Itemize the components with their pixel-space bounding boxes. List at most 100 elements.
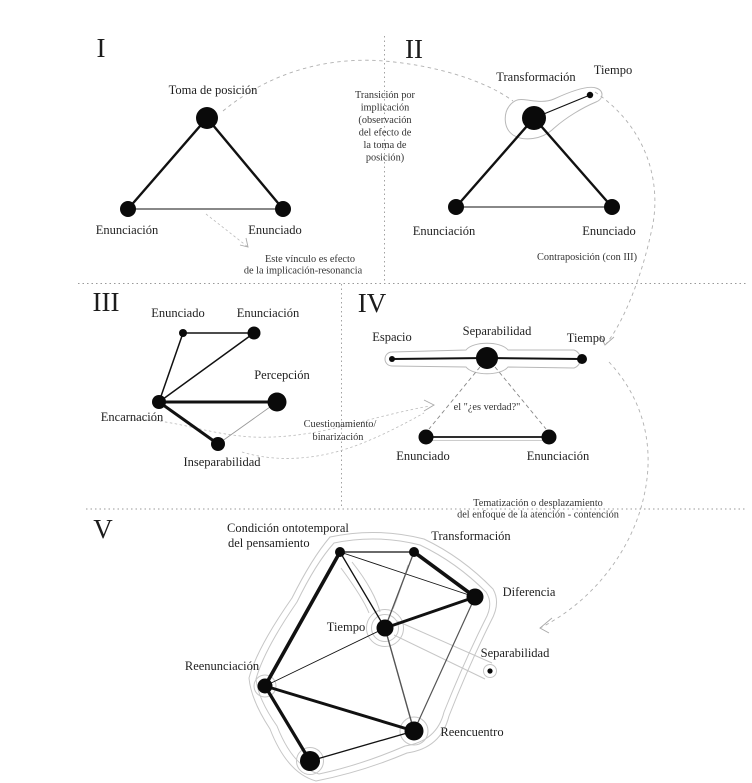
panel-1: I Toma de posición Enunciación Enunciado… <box>96 33 363 277</box>
contour-channel-left2 <box>340 567 370 614</box>
contour-ring-tiempo-inner <box>371 614 399 642</box>
dashed-cuestionamiento-lower <box>241 412 425 459</box>
node-separabilidad-4 <box>476 347 498 369</box>
contour-ring-bottom-node <box>296 747 324 775</box>
arc-panel2-to-panel4 <box>594 91 656 345</box>
label-tiempo-5: Tiempo <box>327 620 365 634</box>
label-percepcion: Percepción <box>254 368 310 382</box>
panel-3-numeral: III <box>93 287 120 317</box>
arrowhead-panel4 <box>599 334 615 346</box>
node-enunciado-3 <box>179 329 187 337</box>
node-enunciado <box>275 201 291 217</box>
edge-enunciado-encarnacion <box>158 332 184 403</box>
node-enunciacion-2 <box>448 199 464 215</box>
label-separabilidad-4: Separabilidad <box>463 324 532 338</box>
label-enunciado-3: Enunciado <box>151 306 204 320</box>
arrowhead-caption1 <box>239 237 249 248</box>
caption-vinculo-line2: de la implicación-resonancia <box>244 266 363 277</box>
node-enunciacion-3 <box>247 326 261 340</box>
annotation-transicion: Transición por implicación (observación … <box>355 90 416 164</box>
node-enunciado-2 <box>604 199 620 215</box>
transicion-line2: implicación <box>361 103 410 114</box>
panel-5-numeral: V <box>93 514 113 544</box>
node-espacio <box>389 356 395 362</box>
edge-toma-enunciacion <box>126 116 209 211</box>
transicion-line4: del efecto de <box>359 128 412 139</box>
label-condicion-line1: Condición ontotemporal <box>227 521 349 535</box>
contour-ring-tiempo-outer <box>366 609 404 647</box>
edge-diferencia-tiempo <box>383 595 477 630</box>
node-tiempo-2 <box>586 91 594 99</box>
label-separabilidad-5: Separabilidad <box>481 646 550 660</box>
contour-ring-reencuentro <box>399 716 429 746</box>
node-separabilidad-5 <box>487 668 493 674</box>
edge-condicion-reenunciacion <box>263 550 342 688</box>
contour-tube-bottom <box>393 634 486 680</box>
label-tiempo-2: Tiempo <box>594 63 632 77</box>
transicion-line5: la toma de <box>364 140 407 151</box>
label-transformacion-2: Transformación <box>496 70 576 84</box>
edge-bottom-reencuentro <box>309 730 415 762</box>
label-diferencia: Diferencia <box>503 585 556 599</box>
transicion-line6: posición) <box>366 153 404 164</box>
tematizacion-line2: del enfoque de la atención - contención <box>457 510 619 521</box>
node-inseparabilidad <box>211 437 225 451</box>
edge-espacio-separabilidad <box>391 357 488 360</box>
edge-separabilidad-tiempo <box>486 357 583 360</box>
panel-1-numeral: I <box>97 33 106 63</box>
node-percepcion <box>267 392 287 412</box>
node-reencuentro <box>404 721 424 741</box>
contour-inner <box>255 538 491 775</box>
edge-transf-enunciado <box>532 116 614 209</box>
arc-panel1-to-panel2 <box>222 59 514 112</box>
node-enunciacion-4 <box>541 429 557 445</box>
node-transformacion-2 <box>522 106 546 130</box>
node-tiempo-5 <box>376 619 394 637</box>
edge-transf-enunciacion <box>454 116 536 209</box>
edge-tiempo-reenunciacion <box>264 627 386 687</box>
edge-reenunciacion-bottom <box>263 684 312 763</box>
label-enunciado-1: Enunciado <box>248 223 301 237</box>
edge-condicion-tiempo <box>339 551 386 629</box>
label-enunciacion-2: Enunciación <box>413 224 476 238</box>
label-enunciacion-1: Enunciación <box>96 223 159 237</box>
node-encarnacion <box>152 395 166 409</box>
node-enunciado-4 <box>418 429 434 445</box>
edge-transformacion-diferencia <box>412 550 477 599</box>
node-tiempo-4 <box>577 354 587 364</box>
tematizacion-line1: Tematización o desplazamiento <box>473 498 603 509</box>
edge-reenunciacion-reencuentro <box>263 684 416 733</box>
label-enunciacion-4: Enunciación <box>527 449 590 463</box>
transicion-line3: (observación <box>358 115 411 126</box>
panel-2-numeral: II <box>405 34 423 64</box>
contour-channel-left <box>351 561 381 613</box>
edge-toma-enunciado <box>205 116 285 211</box>
edge-encarnacion-inseparabilidad <box>157 400 220 446</box>
blob-transformacion-tiempo <box>504 86 603 140</box>
node-unlabeled-bottom <box>300 751 320 771</box>
cuestionamiento-line1: Cuestionamiento/ <box>304 419 377 430</box>
node-transformacion-5 <box>409 547 419 557</box>
cuestionamiento-line2: binarización <box>313 432 364 443</box>
label-transformacion-5: Transformación <box>431 529 511 543</box>
panel-4-numeral: IV <box>358 288 387 318</box>
contour-tube-top <box>396 620 493 664</box>
label-reencuentro: Reencuentro <box>440 725 503 739</box>
dashed-link-to-caption1 <box>205 213 249 248</box>
label-toma-de-posicion: Toma de posición <box>169 83 258 97</box>
arc-panel4-to-panel5 <box>539 361 649 629</box>
annotation-cuestionamiento: Cuestionamiento/ binarización <box>304 419 377 443</box>
label-condicion-line2: del pensamiento <box>228 536 310 550</box>
node-enunciacion <box>120 201 136 217</box>
label-enunciado-2: Enunciado <box>582 224 635 238</box>
contour-outer <box>248 532 497 782</box>
edge-transformacion-tiempo-5 <box>384 551 415 629</box>
label-tiempo-4: Tiempo <box>567 331 605 345</box>
transicion-line1: Transición por <box>355 90 416 101</box>
arrowhead-es-verdad <box>423 399 435 412</box>
contour-ring-separabilidad <box>483 664 497 678</box>
node-reenunciacion <box>257 678 273 694</box>
